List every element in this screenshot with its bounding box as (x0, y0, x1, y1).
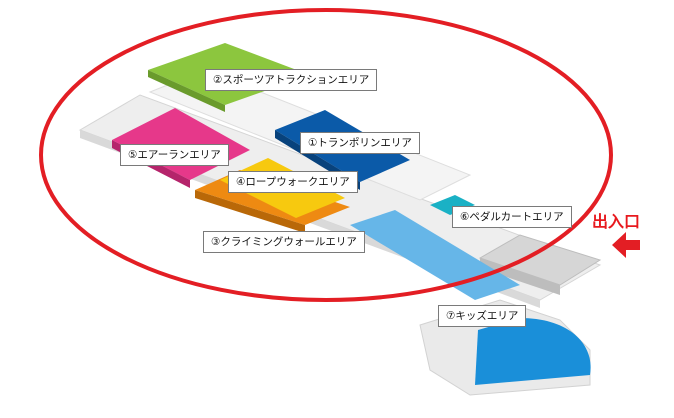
label-climbing-wall: ③クライミングウォールエリア (203, 231, 365, 253)
sports-attraction-side (148, 70, 225, 112)
label-rope-walk: ④ロープウォークエリア (228, 171, 358, 193)
climbing-wall-side (195, 190, 305, 233)
gray-building-side (480, 258, 560, 295)
label-air-run: ⑤エアーランエリア (120, 144, 229, 166)
label-pedal-kart: ⑥ペダルカートエリア (452, 206, 572, 228)
entrance-arrow-icon (612, 232, 640, 258)
pedal-kart-zone (430, 195, 475, 215)
label-trampoline: ①トランポリンエリア (300, 132, 420, 154)
entrance-label: 出入口 (592, 212, 641, 231)
highlight-ring (39, 8, 613, 302)
label-sports-attraction: ②スポーツアトラクションエリア (205, 69, 378, 91)
kids-area-zone (475, 318, 591, 385)
label-kids: ⑦キッズエリア (438, 305, 527, 327)
